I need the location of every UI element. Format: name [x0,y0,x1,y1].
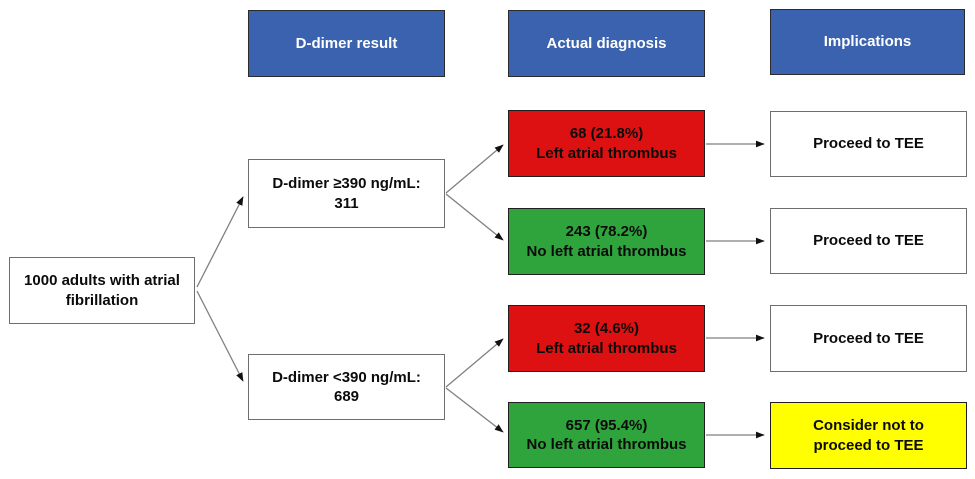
population-box: 1000 adults with atrial fibrillation [9,257,195,324]
dimer-high-box: D-dimer ≥390 ng/mL: 311 [248,159,445,228]
dimer-high-count: 311 [334,194,359,212]
population-label: 1000 adults with atrial fibrillation [24,272,180,309]
implication-consider-not-proceed-box: Consider not to proceed to TEE [770,402,967,469]
header-implications-label: Implications [823,33,912,51]
arrow-dimer-high-to-no-thrombus [445,193,504,241]
implication-proceed-tee-3-label: Proceed to TEE [813,329,924,347]
implication-proceed-tee-2: Proceed to TEE [770,208,967,274]
diagnosis-low-no-thrombus-count: 657 (95.4%) [565,416,648,434]
header-actual-diagnosis-label: Actual diagnosis [546,34,667,52]
diagnosis-high-no-thrombus-count: 243 (78.2%) [565,223,648,241]
arrow-dimer-high-to-thrombus [445,144,504,194]
dimer-low-count: 689 [333,388,360,405]
dimer-low-box: D-dimer <390 ng/mL: 689 [248,354,445,420]
arrow-dimer-low-to-no-thrombus [445,387,504,433]
dimer-high-threshold: D-dimer ≥390 ng/mL: [272,175,421,193]
diagnosis-high-no-thrombus-box: 243 (78.2%) No left atrial thrombus [508,208,705,275]
header-actual-diagnosis: Actual diagnosis [508,10,705,77]
header-dimer-result-label: D-dimer result [295,34,398,52]
arrow-population-to-dimer-high [196,196,244,288]
implication-proceed-tee-2-label: Proceed to TEE [813,232,924,250]
header-dimer-result: D-dimer result [248,10,445,77]
diagnosis-low-no-thrombus-box: 657 (95.4%) No left atrial thrombus [508,402,705,468]
diagnosis-high-no-thrombus-label: No left atrial thrombus [526,242,687,260]
arrow-population-to-dimer-low [196,290,244,382]
diagnosis-high-thrombus-box: 68 (21.8%) Left atrial thrombus [508,110,705,177]
diagnosis-low-thrombus-count: 32 (4.6%) [573,320,640,338]
dimer-low-threshold: D-dimer <390 ng/mL: [272,368,421,386]
implication-proceed-tee-1: Proceed to TEE [770,111,967,177]
implication-proceed-tee-1-label: Proceed to TEE [813,135,924,153]
implication-consider-not-proceed-label: Consider not to proceed to TEE [813,417,924,454]
diagnosis-high-thrombus-label: Left atrial thrombus [536,144,677,162]
diagnosis-low-thrombus-box: 32 (4.6%) Left atrial thrombus [508,305,705,372]
arrow-dimer-low-to-thrombus [445,338,504,388]
diagnosis-low-no-thrombus-label: No left atrial thrombus [526,436,687,453]
header-implications: Implications [770,9,965,75]
diagnosis-low-thrombus-label: Left atrial thrombus [536,339,677,357]
diagnosis-high-thrombus-count: 68 (21.8%) [569,125,644,143]
implication-proceed-tee-3: Proceed to TEE [770,305,967,372]
